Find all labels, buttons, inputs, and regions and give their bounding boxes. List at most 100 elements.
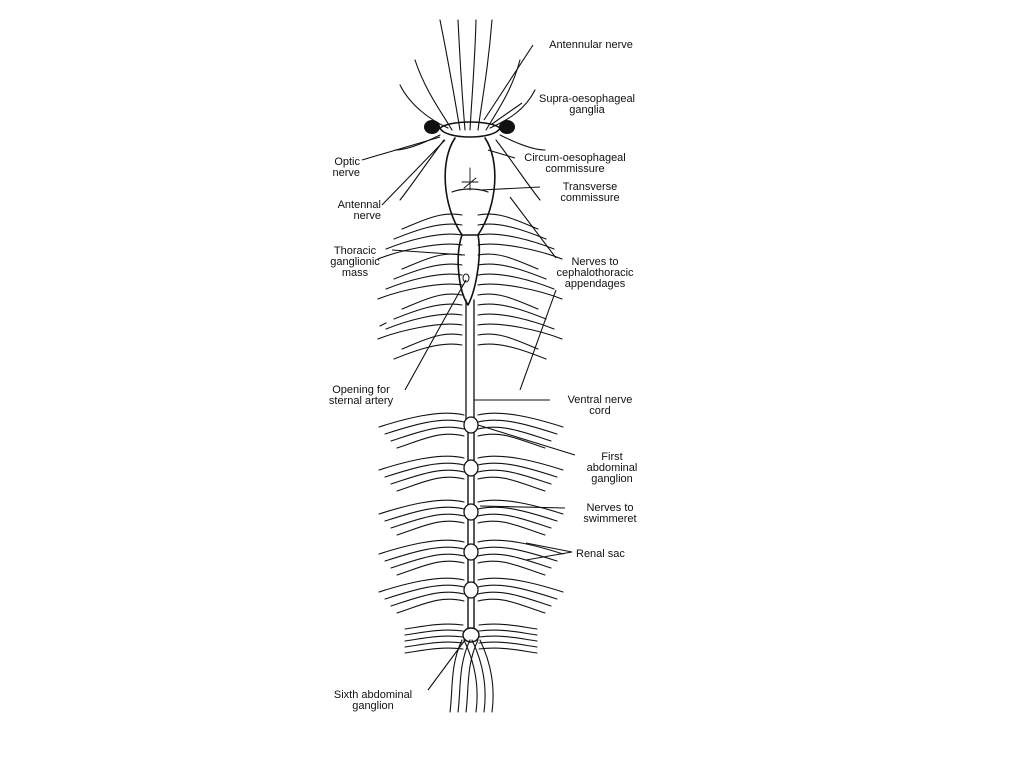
- swimmeret-nerve-left: [390, 591, 465, 607]
- oesophagus-mark: [461, 167, 479, 191]
- label-circum-oesophageal-commissure: Circum-oesophageal commissure: [524, 152, 626, 175]
- antennular-nerve-branch: [399, 84, 449, 129]
- label-opening-for-sternal-artery: Opening for sternal artery: [328, 384, 394, 407]
- label-sixth-abdominal-ganglion: Sixth abdominal ganglion: [333, 689, 413, 712]
- tail-nerve-right: [478, 647, 538, 654]
- swimmeret-nerve-right: [477, 499, 564, 515]
- swimmeret-nerve-right: [477, 433, 546, 449]
- abdominal-ganglion: [463, 416, 479, 434]
- thoracic-nerve-right: [477, 333, 539, 350]
- abdominal-ganglion: [463, 581, 479, 599]
- circum-oesophageal-commissure-left: [444, 137, 463, 236]
- swimmeret-nerve-left: [378, 412, 465, 428]
- swimmeret-nerve-left: [378, 499, 465, 515]
- swimmeret-nerve-left: [396, 598, 465, 614]
- tail-nerve-left: [404, 641, 464, 648]
- swimmeret-nerve-right: [477, 506, 558, 522]
- circum-oesophageal-commissure-right: [477, 137, 496, 236]
- swimmeret-nerve-left: [390, 513, 465, 529]
- antennular-nerve-branch: [414, 59, 453, 131]
- thoracic-nerve-left: [377, 283, 463, 300]
- label-supra-oesophageal-ganglia: Supra-oesophageal ganglia: [538, 93, 636, 116]
- antennal-nerve-right: [495, 139, 541, 201]
- label-optic-nerve: Optic nerve: [332, 156, 360, 179]
- leader-antennal-nerve: [381, 139, 446, 206]
- telson-nerve: [463, 639, 478, 713]
- label-antennal-nerve: Antennal nerve: [337, 199, 381, 222]
- leader-antennular-nerve: [483, 44, 534, 121]
- left-eye: [424, 120, 440, 134]
- tail-nerve-right: [478, 635, 538, 642]
- swimmeret-nerve-right: [477, 426, 552, 442]
- leader-renal-sac-2: [525, 551, 573, 561]
- optic-nerve-right: [499, 134, 546, 151]
- swimmeret-nerve-right: [477, 539, 564, 555]
- swimmeret-nerve-left: [384, 584, 465, 600]
- swimmeret-nerve-right: [477, 591, 552, 607]
- right-eye: [499, 120, 515, 134]
- swimmeret-nerve-left: [384, 419, 465, 435]
- thoracic-nerve-left: [377, 243, 463, 260]
- swimmeret-nerve-left: [396, 433, 465, 449]
- swimmeret-nerve-right: [477, 419, 558, 435]
- swimmeret-nerve-right: [477, 584, 558, 600]
- thoracic-nerve-right: [477, 273, 555, 290]
- label-ventral-nerve-cord: Ventral nerve cord: [567, 394, 633, 417]
- thoracic-nerve-left: [393, 223, 463, 240]
- thoracic-nerve-left: [401, 293, 463, 310]
- thoracic-nerve-right: [477, 323, 563, 340]
- thoracic-nerve-left: [401, 213, 463, 230]
- abdominal-ganglion: [463, 459, 479, 477]
- thoracic-nerve-left: [385, 233, 463, 250]
- thoracic-nerve-left: [377, 323, 463, 340]
- tail-nerve-left: [404, 623, 464, 630]
- leader-nerves-to-swimmeret: [479, 505, 566, 509]
- thoracic-nerve-left: [393, 263, 463, 280]
- leader-nerves-cephalothoracic-lower: [519, 289, 557, 391]
- swimmeret-nerve-right: [477, 513, 552, 529]
- swimmeret-nerve-left: [396, 520, 465, 536]
- swimmeret-nerve-left: [390, 426, 465, 442]
- tail-nerve-right: [478, 641, 538, 648]
- antennular-nerve-branch: [477, 19, 493, 131]
- swimmeret-nerve-left: [384, 506, 465, 522]
- swimmeret-nerve-right: [477, 546, 558, 562]
- label-first-abdominal-ganglion: First abdominal ganglion: [586, 451, 638, 485]
- swimmeret-nerve-left: [378, 539, 465, 555]
- leader-first-abdominal-ganglion: [477, 424, 576, 456]
- abdominal-ganglion: [463, 503, 479, 521]
- abdominal-ganglion: [463, 543, 479, 561]
- telson-nerve: [479, 639, 494, 713]
- thoracic-nerve-right: [477, 313, 555, 330]
- leader-opening-sternal-artery: [404, 279, 467, 391]
- swimmeret-nerve-right: [477, 412, 564, 428]
- leader-sixth-abdominal-ganglion: [427, 639, 466, 691]
- tail-nerve-left: [404, 635, 464, 642]
- thoracic-nerve-left: [401, 333, 463, 350]
- label-transverse-commissure: Transverse commissure: [560, 181, 620, 204]
- thoracic-nerve-left: [385, 273, 463, 290]
- leader-nerves-cephalothoracic-upper: [509, 196, 557, 259]
- antennular-nerve-branch: [457, 19, 466, 131]
- antennular-nerve-branch: [439, 19, 461, 131]
- label-thoracic-ganglionic-mass: Thoracic ganglionic mass: [330, 245, 380, 279]
- antennular-nerve-branch: [469, 19, 477, 131]
- swimmeret-nerve-right: [477, 462, 558, 478]
- antennular-nerve-branch: [485, 59, 521, 131]
- thoracic-nerve-right: [477, 283, 563, 300]
- tail-nerve-left: [404, 629, 464, 636]
- swimmeret-nerve-right: [477, 455, 564, 471]
- swimmeret-nerve-right: [477, 577, 564, 593]
- thoracic-nerve-left: [393, 343, 463, 360]
- swimmeret-nerve-left: [378, 455, 465, 471]
- telson-nerve: [449, 639, 463, 713]
- stray-mark: [379, 322, 387, 327]
- tail-nerve-left: [404, 647, 464, 654]
- swimmeret-nerve-left: [378, 577, 465, 593]
- thoracic-nerve-right: [477, 343, 547, 360]
- leader-optic-nerve: [361, 136, 441, 161]
- swimmeret-nerve-left: [390, 469, 465, 485]
- swimmeret-nerve-right: [477, 598, 546, 614]
